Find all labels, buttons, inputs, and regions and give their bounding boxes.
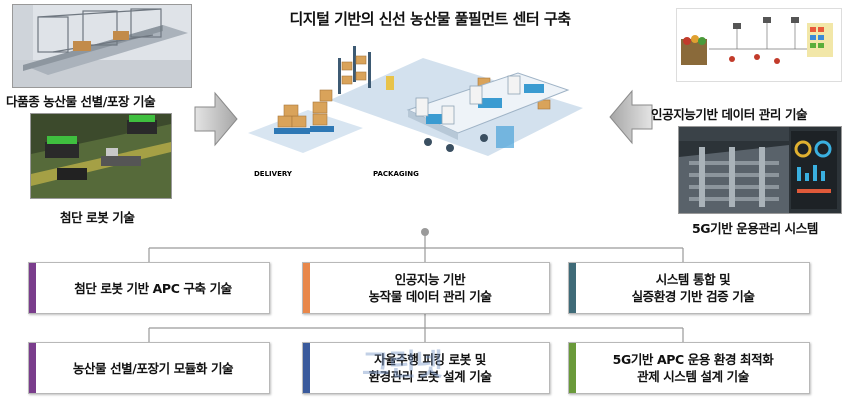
box-accent-bar: [303, 343, 310, 393]
system-integration-box: 시스템 통합 및 실증환경 기반 검증 기술: [568, 262, 810, 314]
fulfillment-center-illustration: DELIVERY PACKAGING: [248, 46, 583, 178]
box-label: 자율주행 피킹 로봇 및 환경관리 로봇 설계 기술: [368, 352, 492, 384]
box-label: 농산물 선별/포장기 모듈화 기술: [72, 360, 234, 376]
box-accent-bar: [303, 263, 310, 313]
ai-data-diagram-image: [676, 8, 842, 82]
diagram-title: 디지털 기반의 신선 농산물 풀필먼트 센터 구축: [289, 10, 571, 28]
sorting-machine-image: [12, 4, 192, 88]
box-accent-bar: [569, 263, 576, 313]
box-label: 5G기반 APC 운용 환경 최적화 관제 시스템 설계 기술: [612, 352, 774, 384]
picking-robot-box: 자율주행 피킹 로봇 및 환경관리 로봇 설계 기술: [302, 342, 550, 394]
ai-data-caption: 인공지능기반 데이터 관리 기술: [651, 107, 808, 122]
5g-operation-caption: 5G기반 운용관리 시스템: [692, 221, 818, 236]
box-label: 첨단 로봇 기반 APC 구축 기술: [74, 280, 232, 296]
advanced-robot-image: [30, 113, 172, 199]
packaging-label: PACKAGING: [373, 170, 419, 178]
5g-monitoring-image: [678, 126, 842, 214]
left-arrow-icon: [609, 89, 653, 145]
watermark-text: 그린넷: [362, 348, 443, 383]
sorting-packing-caption: 다품종 농산물 선별/포장 기술: [6, 94, 156, 109]
box-accent-bar: [29, 263, 36, 313]
box-accent-bar: [29, 343, 36, 393]
advanced-robot-caption: 첨단 로봇 기술: [60, 210, 135, 225]
ai-crop-data-box: 인공지능 기반 농작물 데이터 관리 기술: [302, 262, 550, 314]
right-arrow-icon: [194, 91, 238, 147]
delivery-label: DELIVERY: [254, 170, 293, 178]
box-label: 시스템 통합 및 실증환경 기반 검증 기술: [631, 272, 755, 304]
sorter-module-box: 농산물 선별/포장기 모듈화 기술: [28, 342, 270, 394]
apc-robot-tech-box: 첨단 로봇 기반 APC 구축 기술: [28, 262, 270, 314]
box-label: 인공지능 기반 농작물 데이터 관리 기술: [368, 272, 492, 304]
5g-control-system-box: 5G기반 APC 운용 환경 최적화 관제 시스템 설계 기술: [568, 342, 810, 394]
box-accent-bar: [569, 343, 576, 393]
